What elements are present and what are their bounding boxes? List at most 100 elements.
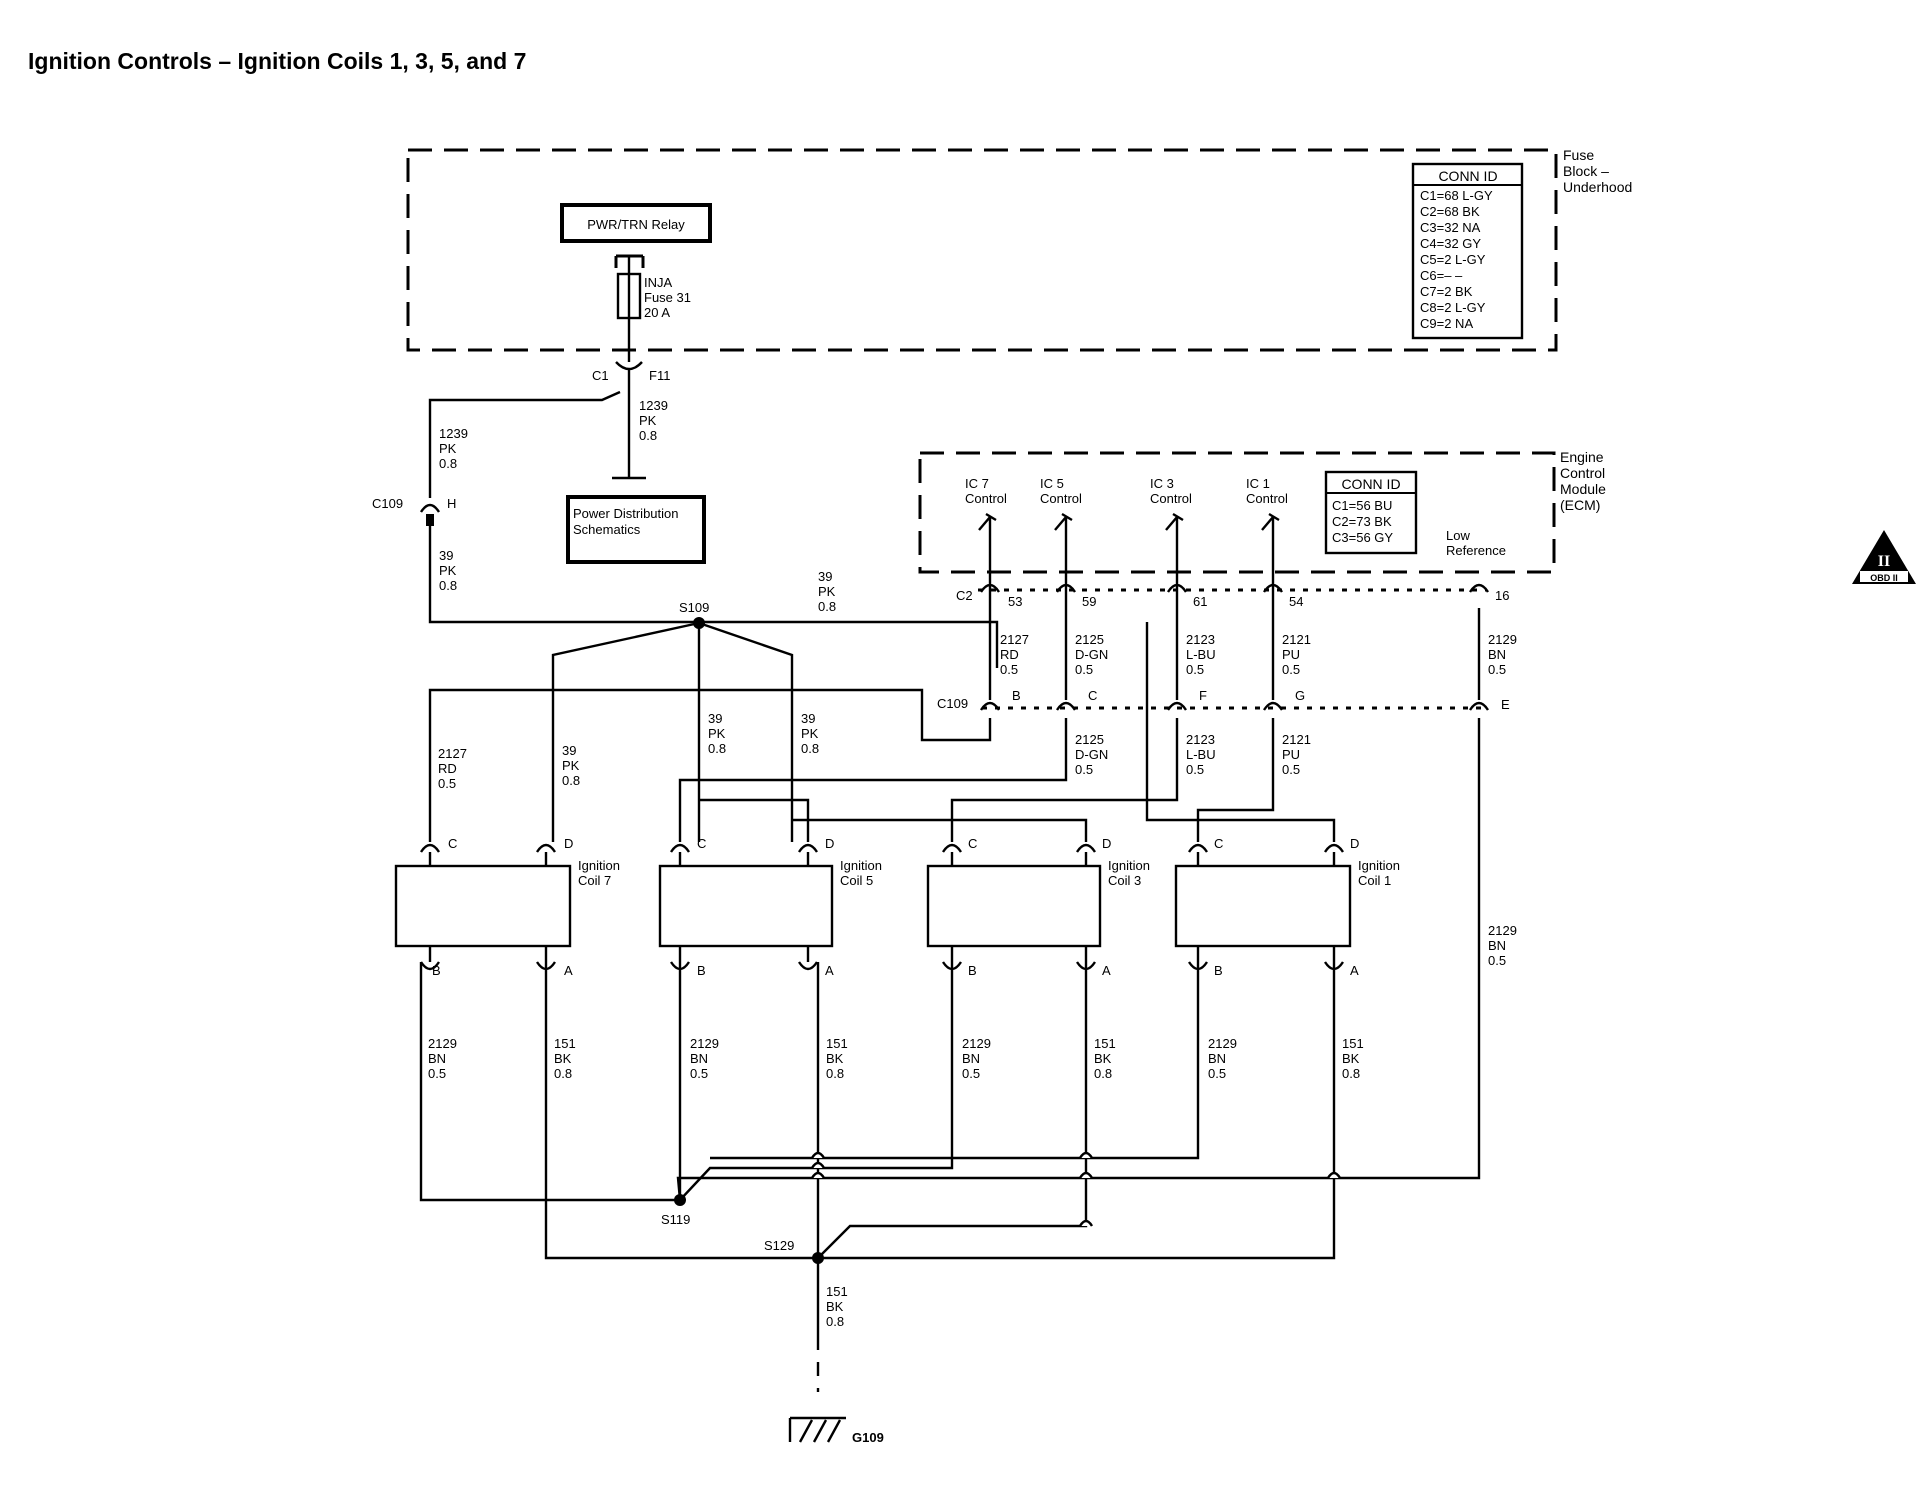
c109-pin-c: C xyxy=(1088,688,1097,703)
wire-39-to-coil3-d xyxy=(792,818,1088,842)
wire-2129-low-ref-return xyxy=(676,718,1481,1201)
ecm-conn-c1: C1=56 BU xyxy=(1332,498,1392,513)
wire-1239-to-power-dist xyxy=(612,370,646,480)
coil7-pin-d: D xyxy=(564,836,573,851)
coil3-name-1: Ignition xyxy=(1108,858,1150,873)
wire-2121-number-b: 2121 xyxy=(1282,732,1311,747)
low-reference-line2: Reference xyxy=(1446,543,1506,558)
coil3-pin-b: B xyxy=(968,963,977,978)
wire-151-size-c1: 0.8 xyxy=(1342,1066,1360,1081)
wire-1239-number-b: 1239 xyxy=(439,426,468,441)
coil7-pin-c: C xyxy=(448,836,457,851)
wire-2129-number-c7: 2129 xyxy=(428,1036,457,1051)
coil3-pin-a: A xyxy=(1102,963,1111,978)
wire-151-number-c3: 151 xyxy=(1094,1036,1116,1051)
wire-151-size-c5: 0.8 xyxy=(826,1066,844,1081)
ecm-conn-id-table: CONN ID C1=56 BU C2=73 BK C3=56 GY xyxy=(1324,470,1418,555)
wire-2121-size-a: 0.5 xyxy=(1282,662,1300,677)
wire-2127-number-b: 2127 xyxy=(438,746,467,761)
wire-39-color-d: PK xyxy=(708,726,726,741)
coil3-pin-d: D xyxy=(1102,836,1111,851)
fuse-block-conn-id-title: CONN ID xyxy=(1438,168,1497,184)
wire-2129-color-a: BN xyxy=(1488,647,1506,662)
ignition-coil-7: C D B A xyxy=(394,836,573,978)
power-distribution-line-2: Schematics xyxy=(573,522,641,537)
ignition-coil-3: C D B A xyxy=(926,836,1111,978)
wire-39-number-c: 39 xyxy=(562,743,576,758)
wire-1239-to-c109 xyxy=(428,390,621,498)
fb-conn-c9: C9=2 NA xyxy=(1420,316,1473,331)
ic1-control-line1: IC 1 xyxy=(1246,476,1270,491)
wire-2129-number-c5: 2129 xyxy=(690,1036,719,1051)
wire-151-color-ground: BK xyxy=(826,1299,844,1314)
c109-pins xyxy=(979,701,1490,711)
wire-39-size-d: 0.8 xyxy=(708,741,726,756)
wire-2125-size-b: 0.5 xyxy=(1075,762,1093,777)
fb-conn-c3: C3=32 NA xyxy=(1420,220,1481,235)
fuse-block-label-1: Fuse xyxy=(1563,147,1594,163)
ecm-pin-59: 59 xyxy=(1082,594,1096,609)
wire-151-color-c7: BK xyxy=(554,1051,572,1066)
coil3-name-2: Coil 3 xyxy=(1108,873,1141,888)
wire-39-to-coil1-d xyxy=(1145,622,1336,842)
splice-s119-label: S119 xyxy=(661,1212,690,1227)
ic7-control-line1: IC 7 xyxy=(965,476,989,491)
fb-conn-c4: C4=32 GY xyxy=(1420,236,1481,251)
ecm-label-2: Control xyxy=(1560,465,1605,481)
wire-2125-color-a: D-GN xyxy=(1075,647,1108,662)
c109-pin-b: B xyxy=(1012,688,1021,703)
wire-2125-number-b: 2125 xyxy=(1075,732,1104,747)
c109-label-left: C109 xyxy=(372,496,403,511)
wire-1239-number-a: 1239 xyxy=(639,398,668,413)
c109-pin-g: G xyxy=(1295,688,1305,703)
coil7-name-1: Ignition xyxy=(578,858,620,873)
wire-151-color-c3: BK xyxy=(1094,1051,1112,1066)
wire-39-color-b: PK xyxy=(818,584,836,599)
wire-39-color-a: PK xyxy=(439,563,457,578)
wire-2129-number-b: 2129 xyxy=(1488,923,1517,938)
wire-2121-to-coil1 xyxy=(1196,718,1275,842)
ecm-conn-c3: C3=56 GY xyxy=(1332,530,1393,545)
wire-39-size-e: 0.8 xyxy=(801,741,819,756)
wire-2123-number-a: 2123 xyxy=(1186,632,1215,647)
fuse-name: INJA xyxy=(644,275,673,290)
fb-conn-c8: C8=2 L-GY xyxy=(1420,300,1486,315)
fb-conn-c7: C7=2 BK xyxy=(1420,284,1473,299)
c109-pin-h-connector xyxy=(419,503,441,513)
obd-ii-badge-icon: II OBD II xyxy=(1852,530,1916,584)
wire-2129-color-c1: BN xyxy=(1208,1051,1226,1066)
wire-2129-coil1-b xyxy=(710,962,1200,1160)
coil5-pin-d: D xyxy=(825,836,834,851)
page-title: Ignition Controls – Ignition Coils 1, 3,… xyxy=(28,48,527,74)
fuse-31-symbol xyxy=(614,254,645,371)
coil7-pin-a: A xyxy=(564,963,573,978)
ecm-label-3: Module xyxy=(1560,481,1606,497)
wire-2129-coil3-b xyxy=(679,962,954,1201)
wire-2129-color-c7: BN xyxy=(428,1051,446,1066)
wire-151-size-c7: 0.8 xyxy=(554,1066,572,1081)
power-distribution-box: Power Distribution Schematics xyxy=(566,495,706,564)
coil1-pin-b: B xyxy=(1214,963,1223,978)
ic7-control-line2: Control xyxy=(965,491,1007,506)
wire-151-size-ground: 0.8 xyxy=(826,1314,844,1329)
power-distribution-line-1: Power Distribution xyxy=(573,506,679,521)
fb-conn-c5: C5=2 L-GY xyxy=(1420,252,1486,267)
fuse-block-pin-f11: F11 xyxy=(649,368,670,383)
fuse-block-conn-id-table: CONN ID C1=68 L-GY C2=68 BK C3=32 NA C4=… xyxy=(1411,162,1524,340)
wire-151-number-c7: 151 xyxy=(554,1036,576,1051)
ic5-control-line1: IC 5 xyxy=(1040,476,1064,491)
c109-pin-f: F xyxy=(1199,688,1207,703)
wire-2127-to-coil7 xyxy=(428,688,992,842)
wire-2129-size-c5: 0.5 xyxy=(690,1066,708,1081)
splice-s129 xyxy=(812,1252,824,1264)
wire-2129-number-c1: 2129 xyxy=(1208,1036,1237,1051)
coil1-name-2: Coil 1 xyxy=(1358,873,1391,888)
wire-2123-size-a: 0.5 xyxy=(1186,662,1204,677)
wire-39-pk-feeds xyxy=(551,621,794,842)
wire-2125-number-a: 2125 xyxy=(1075,632,1104,647)
wire-2125-size-a: 0.5 xyxy=(1075,662,1093,677)
wire-39-number-d: 39 xyxy=(708,711,722,726)
wire-1239-color-b: PK xyxy=(439,441,457,456)
wire-2129-number-c3: 2129 xyxy=(962,1036,991,1051)
ecm-conn-id-title: CONN ID xyxy=(1341,476,1400,492)
